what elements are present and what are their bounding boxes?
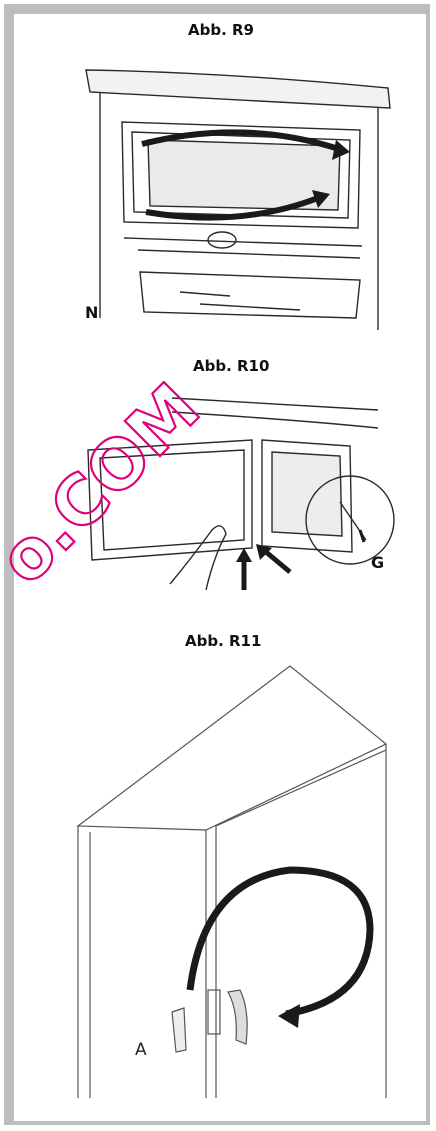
caption-r10: Abb. R10 xyxy=(193,357,270,375)
label-n: N xyxy=(85,303,99,322)
caption-r11: Abb. R11 xyxy=(185,632,262,650)
caption-r9: Abb. R9 xyxy=(188,21,254,39)
label-a: A xyxy=(135,1040,147,1060)
label-g: G xyxy=(371,553,385,572)
